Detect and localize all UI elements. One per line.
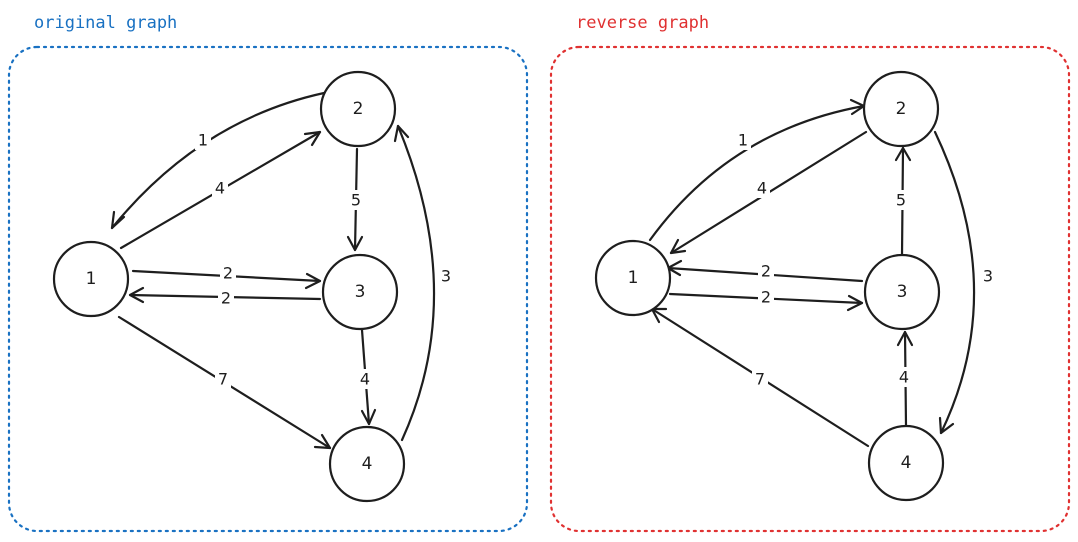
- reverse-graph-panel: reverse graph: [549, 13, 1071, 533]
- svg-text:4: 4: [360, 370, 370, 389]
- edge-weight-label: 2: [758, 261, 774, 281]
- original-graph-border: [7, 45, 529, 533]
- svg-text:2: 2: [221, 289, 231, 308]
- svg-text:2: 2: [761, 262, 771, 281]
- svg-text:2: 2: [896, 99, 907, 119]
- svg-text:4: 4: [362, 454, 373, 474]
- svg-text:4: 4: [757, 179, 767, 198]
- svg-text:1: 1: [86, 269, 97, 289]
- edge-2-to-1: [110, 91, 326, 230]
- svg-text:1: 1: [198, 131, 208, 150]
- edge-weight-label: 1: [195, 130, 211, 150]
- graph-node: 2: [319, 70, 397, 148]
- svg-text:4: 4: [899, 368, 909, 387]
- edge-4-to-2: [393, 124, 436, 442]
- reverse-graph-border: [549, 45, 1071, 533]
- edge-weight-label: 2: [220, 263, 236, 283]
- edge-weight-label: 5: [893, 190, 909, 210]
- graph-node: 4: [328, 425, 406, 503]
- edge-weight-label: 4: [357, 369, 373, 389]
- edge-1-to-2: [648, 98, 866, 242]
- edge-weight-label: 4: [754, 178, 770, 198]
- svg-text:1: 1: [738, 131, 748, 150]
- graph-node: 1: [594, 239, 672, 317]
- svg-text:3: 3: [355, 282, 366, 302]
- edge-weight-label: 2: [758, 287, 774, 307]
- original-graph-panel: original graph: [7, 13, 529, 533]
- edge-weight-label: 1: [735, 130, 751, 150]
- svg-text:3: 3: [983, 267, 993, 286]
- svg-text:7: 7: [755, 370, 765, 389]
- edge-weight-label: 7: [215, 369, 231, 389]
- svg-text:4: 4: [215, 179, 225, 198]
- svg-text:3: 3: [441, 267, 451, 286]
- graph-node: 3: [863, 253, 941, 331]
- original-graph-title: original graph: [34, 13, 177, 33]
- graph-node: 3: [321, 253, 399, 331]
- edge-weight-label: 4: [212, 178, 228, 198]
- edge-weight-label: 4: [896, 367, 912, 387]
- edge-weight-label: 2: [218, 288, 234, 308]
- svg-text:3: 3: [897, 282, 908, 302]
- svg-text:7: 7: [218, 370, 228, 389]
- graph-node: 4: [867, 424, 945, 502]
- svg-text:4: 4: [901, 453, 912, 473]
- svg-text:1: 1: [628, 268, 639, 288]
- svg-text:5: 5: [351, 191, 361, 210]
- edge-2-to-4: [933, 130, 976, 435]
- svg-text:2: 2: [353, 99, 364, 119]
- svg-text:2: 2: [761, 288, 771, 307]
- graph-node: 1: [52, 240, 130, 318]
- svg-text:2: 2: [223, 264, 233, 283]
- edge-weight-label: 5: [348, 190, 364, 210]
- edge-weight-label: 3: [438, 266, 454, 286]
- edge-weight-label: 3: [980, 266, 996, 286]
- edge-weight-label: 7: [752, 369, 768, 389]
- graph-node: 2: [862, 70, 940, 148]
- reverse-graph-title: reverse graph: [576, 13, 709, 33]
- svg-text:5: 5: [896, 191, 906, 210]
